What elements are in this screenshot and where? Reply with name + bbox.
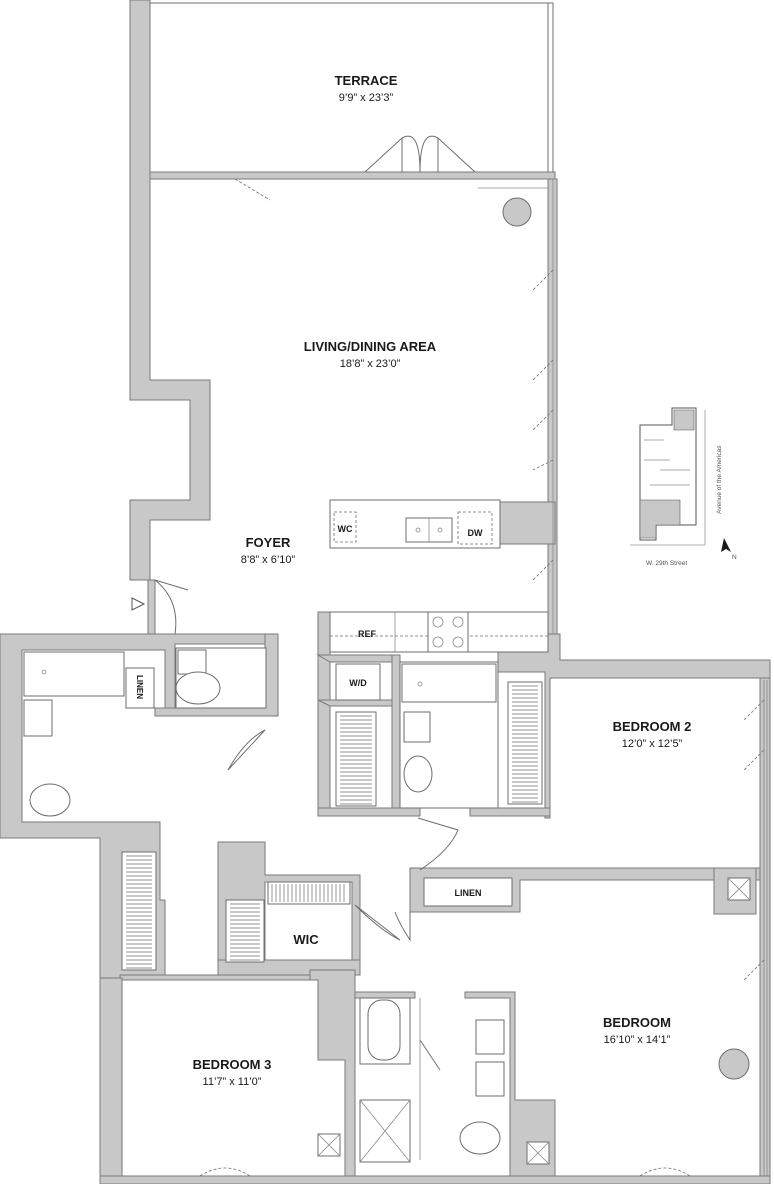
master-bath bbox=[359, 997, 505, 1163]
wc-label: WC bbox=[338, 524, 353, 534]
wd-label: W/D bbox=[349, 678, 367, 688]
bedroom2-name: BEDROOM 2 bbox=[613, 719, 692, 734]
wic-name: WIC bbox=[293, 932, 319, 947]
bedroom-dims: 16’10” x 14’1” bbox=[604, 1034, 671, 1046]
shelf-lines bbox=[126, 685, 538, 969]
windows bbox=[199, 179, 768, 1177]
bath-west bbox=[23, 651, 155, 817]
bath-center bbox=[399, 661, 499, 809]
foyer-dims: 8’8” x 6’10” bbox=[241, 554, 296, 566]
kitchen-island bbox=[329, 499, 501, 549]
east-living-wall bbox=[547, 178, 558, 635]
key-plan bbox=[630, 407, 731, 552]
terrace-wall bbox=[149, 171, 556, 180]
kitchen-counter bbox=[329, 611, 549, 653]
bedroom3-east-wall bbox=[309, 969, 356, 1184]
bedroom2-dims: 12’0” x 12’5” bbox=[622, 738, 683, 750]
terrace-name: TERRACE bbox=[335, 73, 398, 88]
door-swings bbox=[154, 579, 459, 1071]
key-avenue-label: Avenue of the Americas bbox=[716, 445, 723, 514]
key-north-label: N bbox=[732, 554, 737, 561]
master-bath-walls bbox=[354, 991, 416, 999]
bedroom-name: BEDROOM bbox=[603, 1015, 671, 1030]
bedroom3-dims: 11’7” x 11’0” bbox=[203, 1076, 262, 1088]
north-arrow-icon bbox=[721, 538, 731, 552]
dw-label: DW bbox=[468, 528, 483, 538]
key-street-label: W. 29th Street bbox=[646, 560, 687, 567]
column-bedroom bbox=[718, 1048, 750, 1080]
powder-room bbox=[175, 647, 267, 709]
foyer-name: FOYER bbox=[246, 535, 291, 550]
washer-dryer bbox=[335, 663, 381, 701]
terrace-railing bbox=[150, 2, 554, 172]
terrace-dims: 9’9” x 23’3” bbox=[339, 92, 394, 104]
living-dims: 18’8” x 23’0” bbox=[340, 358, 401, 370]
living-name: LIVING/DINING AREA bbox=[304, 339, 437, 354]
bedroom3-name: BEDROOM 3 bbox=[193, 1057, 272, 1072]
linen-hall-label: LINEN bbox=[455, 888, 482, 898]
terrace-doors bbox=[234, 135, 476, 201]
kitchen-column bbox=[499, 501, 556, 545]
central-core bbox=[317, 611, 331, 809]
linen-label-vertical: LINEN bbox=[135, 675, 144, 699]
entry-marker bbox=[131, 597, 146, 611]
linen-closet bbox=[423, 877, 513, 907]
ref-label: REF bbox=[358, 629, 377, 639]
foyer-west-wall bbox=[147, 579, 156, 635]
shafts bbox=[317, 877, 751, 1165]
column-living bbox=[502, 197, 532, 227]
west-wall bbox=[129, 0, 211, 581]
